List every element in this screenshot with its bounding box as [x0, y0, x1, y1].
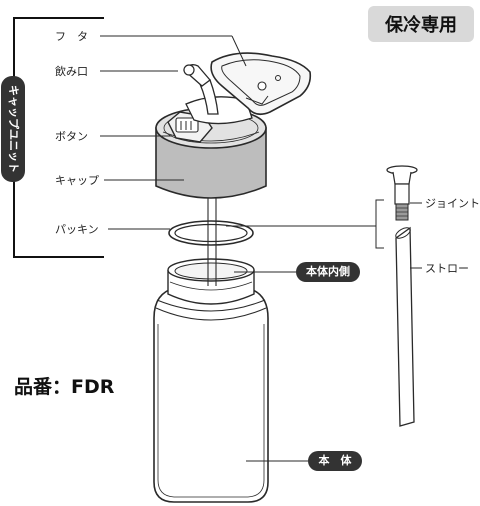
label-straw: ストロー	[425, 262, 469, 275]
straw-part	[395, 226, 415, 427]
label-joint: ジョイント	[425, 197, 480, 210]
label-button: ボタン	[55, 130, 88, 143]
pill-body-inner: 本体内側	[296, 262, 360, 282]
pill-body: 本 体	[308, 451, 362, 471]
label-gasket: パッキン	[55, 223, 99, 236]
label-spout: 飲み口	[55, 64, 88, 78]
bottle-body	[153, 258, 269, 503]
cap-unit-label: キャップユニット	[7, 85, 21, 173]
label-cap: キャップ	[55, 174, 99, 187]
inner-straw	[207, 194, 217, 286]
label-body-inner: 本体内側	[306, 264, 350, 278]
cap-unit-bracket: キャップユニット	[1, 17, 104, 258]
label-body: 本 体	[319, 453, 353, 467]
gasket-ring	[168, 220, 254, 246]
joint-part	[375, 165, 418, 249]
leader-lines	[100, 35, 422, 462]
drinking-spout	[183, 64, 219, 115]
model-number: 品番：FDR	[14, 376, 115, 398]
label-lid: フ タ	[55, 30, 88, 43]
cold-only-badge: 保冷専用	[368, 6, 474, 42]
flip-lid	[210, 52, 312, 116]
